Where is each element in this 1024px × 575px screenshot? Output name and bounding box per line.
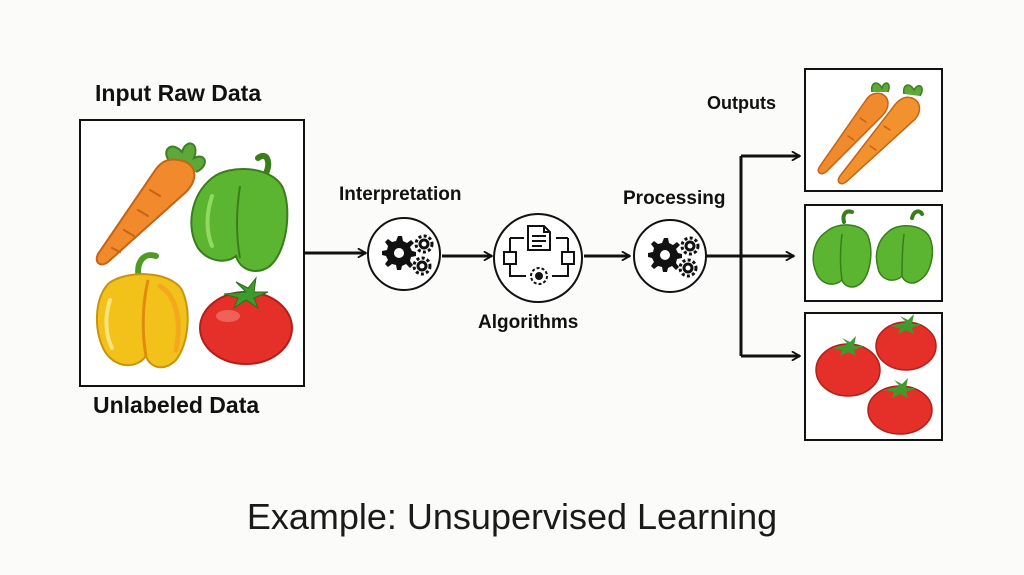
green-pepper-icon — [190, 153, 289, 272]
unlabeled-data-label: Unlabeled Data — [93, 392, 260, 418]
outputs-label: Outputs — [707, 93, 776, 113]
output-branch-arrows — [706, 156, 800, 356]
algorithms-label: Algorithms — [478, 312, 579, 333]
yellow-pepper-icon — [95, 252, 189, 369]
input-raw-data-title: Input Raw Data — [95, 80, 262, 106]
carrots-cluster-icon — [817, 82, 923, 185]
tomatoes-cluster-icon — [815, 314, 937, 435]
algorithms-node — [493, 213, 583, 303]
interpretation-label: Interpretation — [339, 184, 462, 205]
processing-label: Processing — [623, 188, 726, 209]
algorithms-flowchart-icon — [503, 225, 575, 285]
carrot-icon — [95, 142, 206, 266]
green-peppers-cluster-icon — [812, 209, 934, 288]
diagram-caption: Example: Unsupervised Learning — [246, 496, 778, 537]
tomato-icon — [199, 276, 293, 365]
